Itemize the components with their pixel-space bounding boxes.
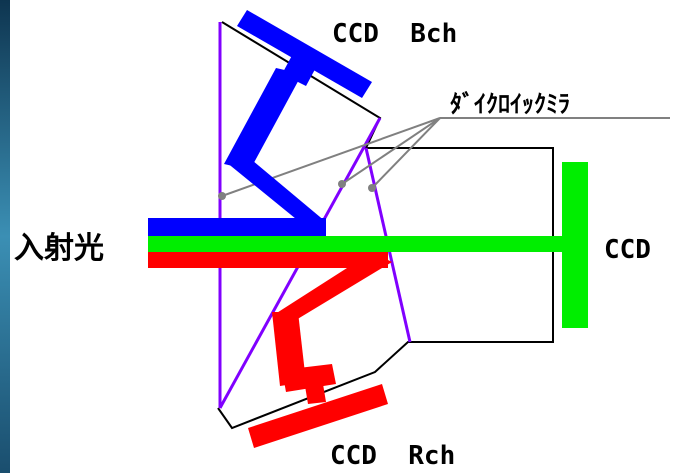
green-light-path: [148, 162, 588, 328]
red-light-path: [148, 252, 392, 448]
green-beam: [148, 236, 570, 252]
dichroic-mirror-label: ﾀﾞｲｸﾛｲｯｸﾐﾗ: [450, 90, 570, 118]
ccd-green-sensor: [562, 162, 588, 328]
ccd-blue-label: CCD Bch: [332, 19, 457, 49]
blue-incident-beam: [148, 218, 326, 236]
mirror-leader-lines: [222, 118, 670, 196]
incident-light-label: 入射光: [14, 231, 104, 266]
ccd-green-label: CCD: [604, 235, 651, 265]
ccd-red-label: CCD Rch: [330, 441, 455, 471]
left-photo-strip: [0, 0, 10, 473]
